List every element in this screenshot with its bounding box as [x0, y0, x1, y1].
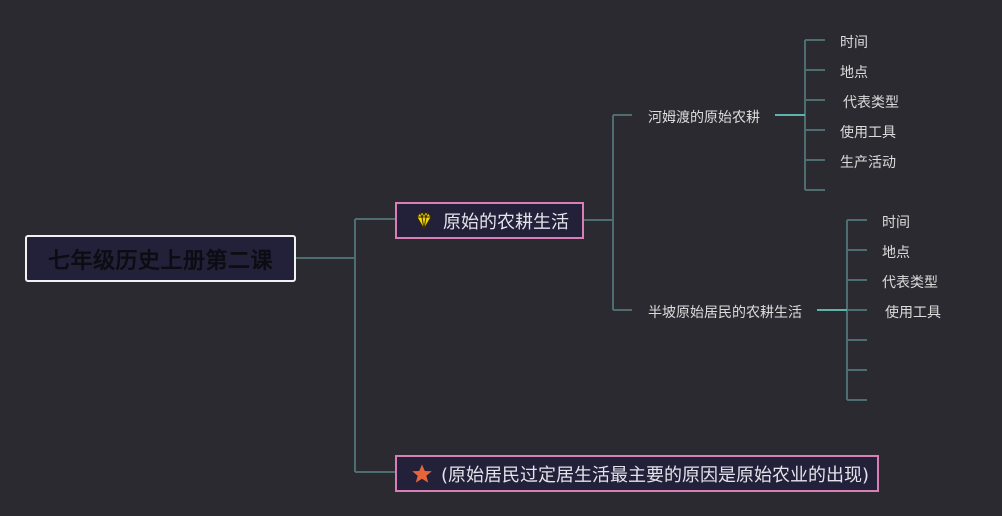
subtopic-banpo[interactable]: 半坡原始居民的农耕生活: [648, 305, 802, 321]
leaf-node[interactable]: 地点: [840, 65, 868, 81]
branch-node-settlement-reason[interactable]: (原始居民过定居生活最主要的原因是原始农业的出现): [395, 455, 879, 492]
star-icon: [412, 464, 432, 483]
leaf-node[interactable]: 时间: [840, 35, 868, 51]
leaf-node[interactable]: 地点: [882, 245, 910, 261]
root-node[interactable]: 七年级历史上册第二课: [25, 235, 296, 282]
leaf-node[interactable]: 时间: [882, 215, 910, 231]
branch-node-farming-life[interactable]: 原始的农耕生活: [395, 202, 584, 239]
leaf-node[interactable]: 生产活动: [840, 155, 896, 171]
subtopic-hemudu[interactable]: 河姆渡的原始农耕: [648, 110, 760, 126]
branch-label: (原始居民过定居生活最主要的原因是原始农业的出现): [441, 464, 870, 486]
leaf-node[interactable]: 使用工具: [840, 125, 896, 141]
leaf-node[interactable]: 代表类型: [843, 95, 899, 111]
leaf-node[interactable]: 使用工具: [885, 305, 941, 321]
branch-label: 原始的农耕生活: [443, 211, 569, 233]
gem-icon: [416, 211, 432, 230]
leaf-node[interactable]: 代表类型: [882, 275, 938, 291]
root-label: 七年级历史上册第二课: [47, 248, 273, 274]
